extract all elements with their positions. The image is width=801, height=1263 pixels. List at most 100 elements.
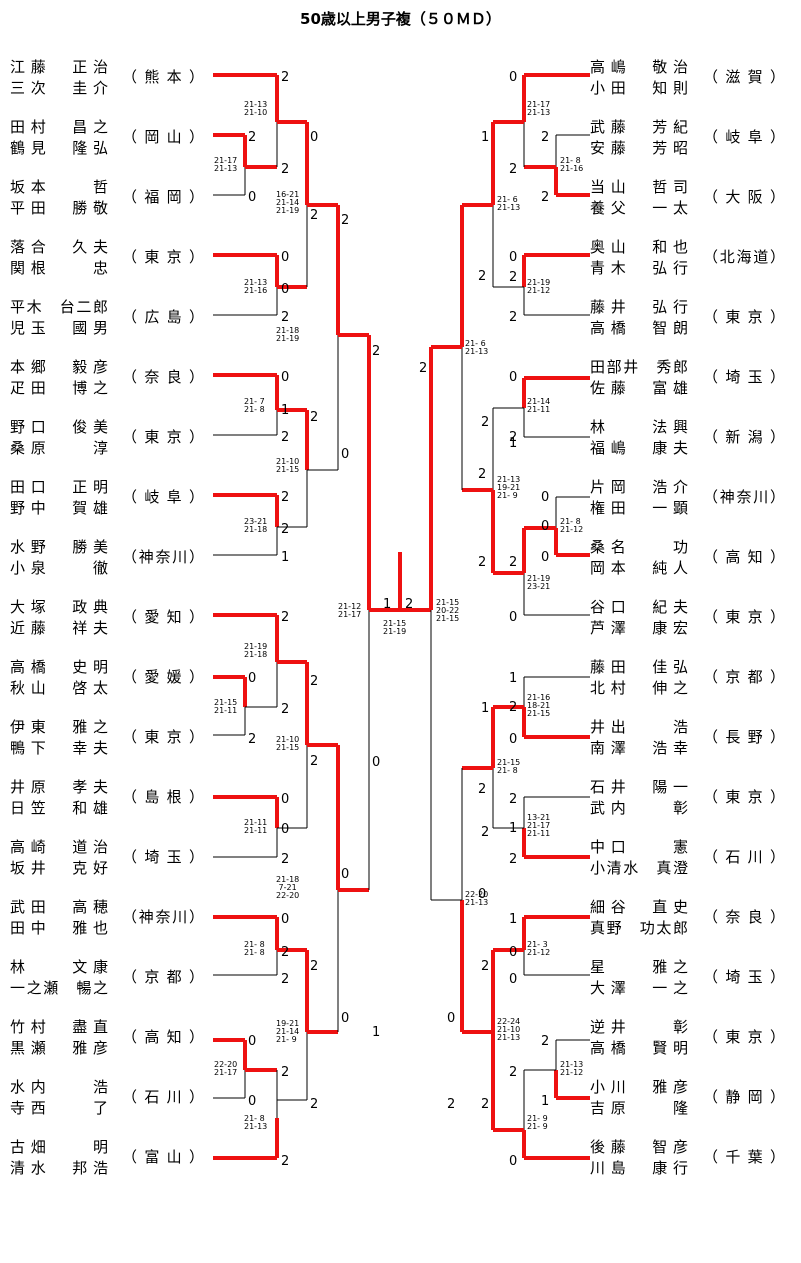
player-name: 中口 憲 bbox=[590, 838, 688, 856]
player-name: 川島 康行 bbox=[590, 1159, 688, 1177]
match-score: 2 bbox=[541, 1034, 550, 1049]
player-name: 寺西 了 bbox=[10, 1099, 108, 1117]
match-score: 1 bbox=[509, 671, 518, 686]
match-score: 2 bbox=[478, 555, 487, 570]
match-score: 2 bbox=[281, 610, 290, 625]
prefecture-label: （石川） bbox=[703, 848, 785, 866]
left-entry: 江藤 正治三次 圭介（熊本） bbox=[10, 57, 210, 99]
player-name: 当山 哲司 bbox=[590, 178, 688, 196]
player-name: 大澤 一之 bbox=[590, 979, 688, 997]
prefecture-label: （静岡） bbox=[703, 1088, 785, 1106]
game-scores: 21- 7 21- 8 bbox=[244, 397, 265, 414]
player-name: 田部井 秀郎 bbox=[590, 358, 688, 376]
left-entry: 林 文康一之瀬 暢之（京都） bbox=[10, 957, 210, 999]
game-scores: 21-15 21-19 bbox=[383, 619, 407, 636]
player-name: 竹村 盡直 bbox=[10, 1018, 108, 1036]
match-score: 1 bbox=[541, 1094, 550, 1109]
player-name: 高橋 智朗 bbox=[590, 319, 688, 337]
player-name: 水野 勝美 bbox=[10, 538, 108, 556]
left-entry: 高橋 史明秋山 啓太（愛媛） bbox=[10, 657, 210, 699]
match-score: 2 bbox=[481, 959, 490, 974]
player-name: 本郷 毅彦 bbox=[10, 358, 108, 376]
prefecture-label: （岡山） bbox=[122, 128, 204, 146]
match-score: 0 bbox=[541, 490, 550, 505]
match-score: 2 bbox=[281, 430, 290, 445]
prefecture-label: （新潟） bbox=[703, 428, 785, 446]
match-score: 2 bbox=[405, 597, 414, 612]
player-name: 伊東 雅之 bbox=[10, 718, 108, 736]
player-name: 高橋 賢明 bbox=[590, 1039, 688, 1057]
game-scores: 21-16 18-21 21-15 bbox=[527, 693, 551, 718]
player-name: 古畑 明 bbox=[10, 1138, 108, 1156]
left-entry: 平木 台二郎児玉 國男（広島） bbox=[10, 297, 210, 339]
prefecture-label: （石川） bbox=[122, 1088, 204, 1106]
player-name: 江藤 正治 bbox=[10, 58, 108, 76]
prefecture-label: （神奈川） bbox=[122, 908, 204, 926]
player-name: 岡本 純人 bbox=[590, 559, 688, 577]
prefecture-label: （東京） bbox=[703, 788, 785, 806]
game-scores: 22-20 21-13 bbox=[465, 890, 489, 907]
prefecture-label: （神奈川） bbox=[703, 488, 785, 506]
game-scores: 21- 6 21-13 bbox=[497, 195, 521, 212]
prefecture-label: （埼玉） bbox=[703, 368, 785, 386]
prefecture-label: （奈良） bbox=[122, 368, 204, 386]
right-entry: 小川 雅彦吉原 隆（静岡） bbox=[590, 1077, 795, 1119]
match-score: 0 bbox=[248, 1034, 257, 1049]
right-entry: 藤田 佳弘北村 伸之（京都） bbox=[590, 657, 795, 699]
prefecture-label: （富山） bbox=[122, 1148, 204, 1166]
match-score: 0 bbox=[248, 190, 257, 205]
player-name: 日笠 和雄 bbox=[10, 799, 108, 817]
prefecture-label: （神奈川） bbox=[122, 548, 204, 566]
match-score: 2 bbox=[509, 700, 518, 715]
player-name: 林 法興 bbox=[590, 418, 688, 436]
right-entry: 谷口 紀夫芦澤 康宏（東京） bbox=[590, 597, 795, 639]
match-score: 2 bbox=[478, 269, 487, 284]
game-scores: 21-11 21-11 bbox=[244, 818, 268, 835]
prefecture-label: （北海道） bbox=[703, 248, 785, 266]
match-score: 0 bbox=[281, 822, 290, 837]
match-score: 1 bbox=[372, 1025, 381, 1040]
match-score: 0 bbox=[509, 610, 518, 625]
left-entry: 水内 浩寺西 了 （石川） bbox=[10, 1077, 210, 1119]
prefecture-label: （奈良） bbox=[703, 908, 785, 926]
right-entry: 細谷 直史真野 功太郎（奈良） bbox=[590, 897, 795, 939]
match-score: 2 bbox=[248, 732, 257, 747]
prefecture-label: （京都） bbox=[703, 668, 785, 686]
match-score: 2 bbox=[281, 490, 290, 505]
game-scores: 21- 8 21- 8 bbox=[244, 940, 265, 957]
right-entry: 高嶋 敬治小田 知則（滋賀） bbox=[590, 57, 795, 99]
game-scores: 23-21 21-18 bbox=[244, 517, 268, 534]
player-name: 坂本 哲 bbox=[10, 178, 108, 196]
match-score: 0 bbox=[447, 1011, 456, 1026]
player-name: 水内 浩 bbox=[10, 1078, 108, 1096]
player-name: 権田 一顕 bbox=[590, 499, 688, 517]
match-score: 0 bbox=[248, 1094, 257, 1109]
player-name: 福嶋 康夫 bbox=[590, 439, 688, 457]
player-name: 高橋 史明 bbox=[10, 658, 108, 676]
left-entry: 大塚 政典近藤 祥夫（愛知） bbox=[10, 597, 210, 639]
player-name: 三次 圭介 bbox=[10, 79, 108, 97]
player-name: 小川 雅彦 bbox=[590, 1078, 688, 1096]
match-score: 2 bbox=[281, 852, 290, 867]
player-name: 鴨下 幸夫 bbox=[10, 739, 108, 757]
right-entry: 桑名 功岡本 純人（高知） bbox=[590, 537, 795, 579]
right-entry: 逆井 彰高橋 賢明（東京） bbox=[590, 1017, 795, 1059]
player-name: 後藤 智彦 bbox=[590, 1138, 688, 1156]
game-scores: 22-24 21-10 21-13 bbox=[497, 1017, 521, 1042]
player-name: 野中 賀雄 bbox=[10, 499, 108, 517]
match-score: 0 bbox=[341, 447, 350, 462]
player-name: 藤井 弘行 bbox=[590, 298, 688, 316]
player-name: 井出 浩 bbox=[590, 718, 688, 736]
right-entry: 藤井 弘行高橋 智朗（東京） bbox=[590, 297, 795, 339]
prefecture-label: （愛媛） bbox=[122, 668, 204, 686]
prefecture-label: （島根） bbox=[122, 788, 204, 806]
match-score: 0 bbox=[509, 70, 518, 85]
game-scores: 21-15 20-22 21-15 bbox=[436, 598, 460, 623]
match-score: 0 bbox=[281, 370, 290, 385]
player-name: 安藤 芳昭 bbox=[590, 139, 688, 157]
player-name: 井原 孝夫 bbox=[10, 778, 108, 796]
player-name: 藤田 佳弘 bbox=[590, 658, 688, 676]
match-score: 2 bbox=[341, 213, 350, 228]
match-score: 2 bbox=[310, 1097, 319, 1112]
